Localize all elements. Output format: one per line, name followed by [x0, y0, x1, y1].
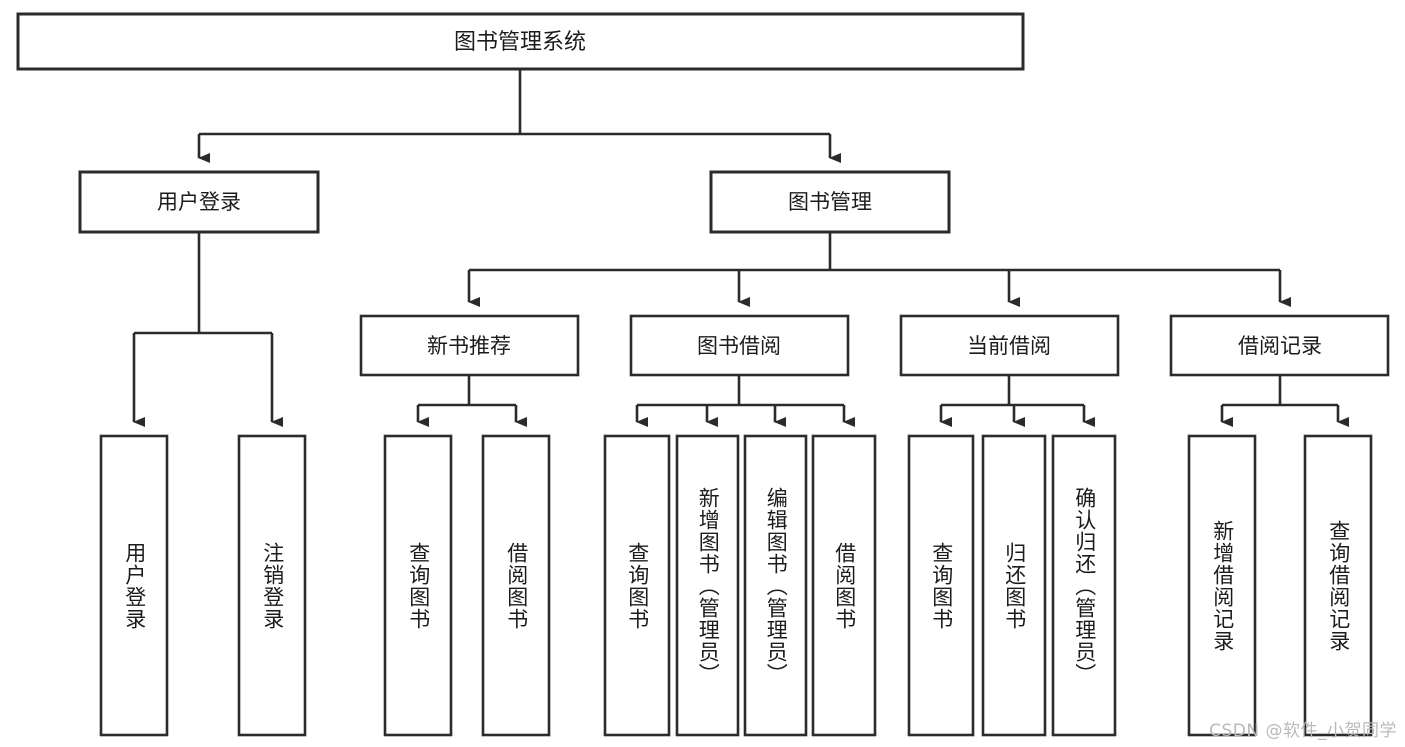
leaf-box-current-borrow-2[interactable]: [1051, 434, 1117, 737]
watermark-text: CSDN @软件_小贺同学: [1209, 721, 1397, 741]
leaf-box-user-login-0[interactable]: [99, 434, 169, 737]
leaf-box-new-book-rec-1[interactable]: [481, 434, 551, 737]
node-new-book-rec-label: 新书推荐: [427, 334, 511, 358]
node-root-label: 图书管理系统: [454, 30, 586, 55]
node-root-box[interactable]: [16, 12, 1025, 71]
node-current-borrow-box[interactable]: [899, 314, 1120, 377]
leaf-box-book-borrow-3[interactable]: [811, 434, 877, 737]
leaf-box-current-borrow-1[interactable]: [981, 434, 1047, 737]
node-user-login-label: 用户登录: [157, 190, 241, 214]
node-book-manage-label: 图书管理: [788, 190, 872, 214]
leaf-box-borrow-record-1[interactable]: [1303, 434, 1373, 737]
node-new-book-rec-box[interactable]: [359, 314, 580, 377]
node-borrow-record-label: 借阅记录: [1238, 334, 1322, 358]
node-current-borrow-label: 当前借阅: [967, 334, 1051, 358]
leaf-box-book-borrow-0[interactable]: [603, 434, 671, 737]
leaf-box-new-book-rec-0[interactable]: [383, 434, 453, 737]
leaf-box-book-borrow-1[interactable]: [675, 434, 740, 737]
node-book-borrow-label: 图书借阅: [697, 334, 781, 358]
node-user-login-box[interactable]: [78, 170, 320, 234]
leaf-box-borrow-record-0[interactable]: [1187, 434, 1257, 737]
leaf-box-book-borrow-2[interactable]: [743, 434, 808, 737]
leaf-box-current-borrow-0[interactable]: [907, 434, 975, 737]
leaf-box-user-login-1[interactable]: [237, 434, 307, 737]
